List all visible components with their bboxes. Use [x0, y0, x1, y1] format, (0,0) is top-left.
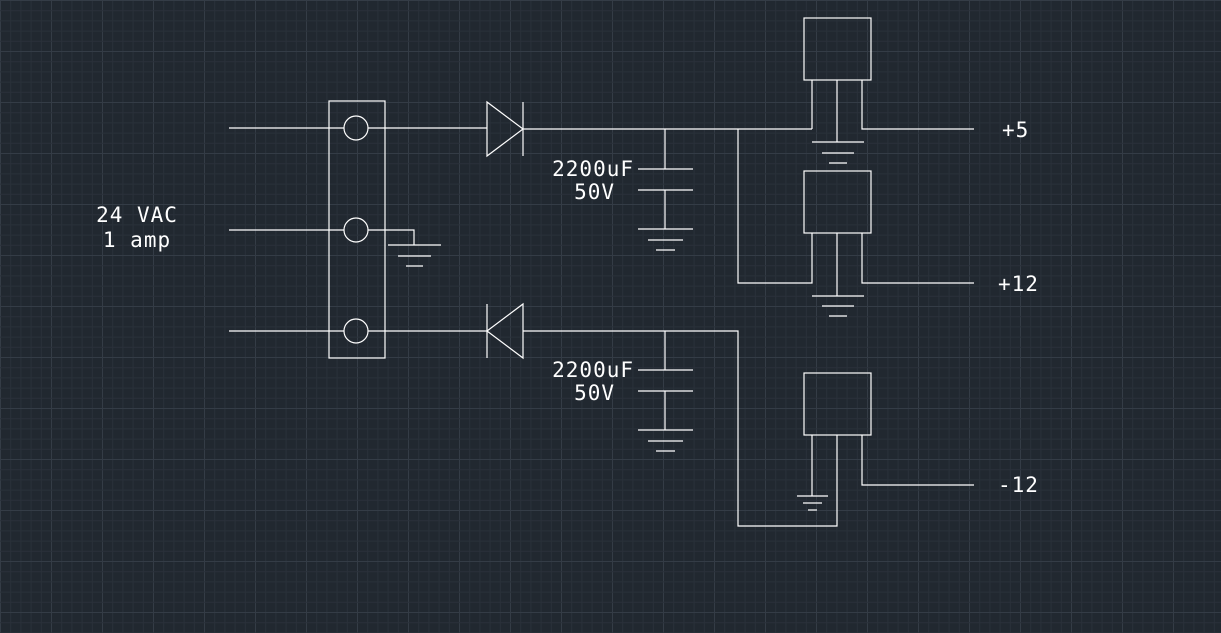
output-plus5-label: +5 [1002, 118, 1029, 142]
regulator-plus5-pins [811, 80, 974, 164]
capacitor-bottom [638, 331, 693, 452]
cap-top-value-label: 2200uF [552, 157, 634, 181]
output-minus12-label: -12 [998, 473, 1039, 497]
source-voltage-label: 24 VAC [96, 203, 178, 227]
output-plus12-label: +12 [998, 272, 1039, 296]
regulator-minus12 [803, 372, 872, 436]
negative-rail-wire [523, 330, 838, 527]
source-current-label: 1 amp [103, 228, 171, 252]
cap-bottom-voltage-label: 50V [574, 381, 615, 405]
regulator-minus12-pins [797, 435, 974, 511]
capacitor-top [638, 129, 693, 251]
diode-bottom [486, 302, 524, 360]
regulator-plus12-pins [812, 233, 974, 317]
regulator-plus12 [803, 170, 872, 234]
ground-symbol-center-tap [368, 229, 441, 267]
wire-to-regulator-plus12 [737, 129, 813, 284]
diode-top [486, 100, 524, 158]
cap-top-voltage-label: 50V [574, 180, 615, 204]
regulator-plus5 [803, 17, 872, 81]
cap-bottom-value-label: 2200uF [552, 358, 634, 382]
